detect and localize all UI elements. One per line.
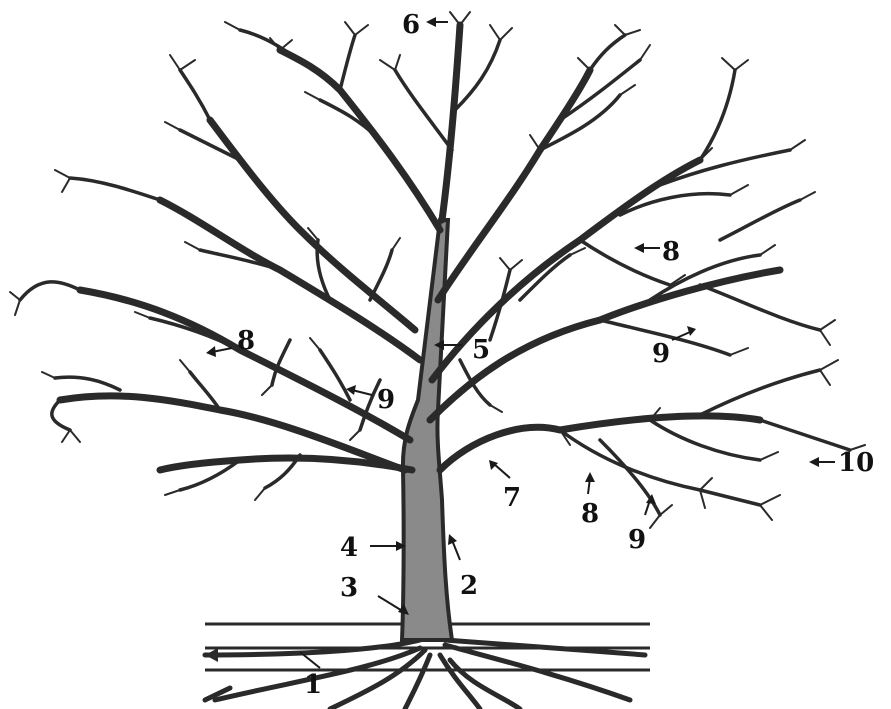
callout-label-6: 6: [402, 10, 420, 40]
callout-label-2: 2: [460, 571, 478, 601]
callout-label-10: 10: [838, 448, 874, 478]
callout-label-8-right: 8: [662, 237, 680, 267]
callout-label-9-right: 9: [652, 339, 670, 369]
callout-label-1: 1: [304, 670, 322, 700]
callout-label-9-lower: 9: [628, 525, 646, 555]
callout-label-3: 3: [340, 573, 358, 603]
callout-label-5: 5: [472, 335, 490, 365]
callout-label-8-left: 8: [237, 326, 255, 356]
callout-label-8-lower: 8: [581, 499, 599, 529]
callout-label-9-left: 9: [377, 385, 395, 415]
callout-label-4: 4: [340, 533, 358, 563]
callout-label-7: 7: [503, 483, 521, 513]
